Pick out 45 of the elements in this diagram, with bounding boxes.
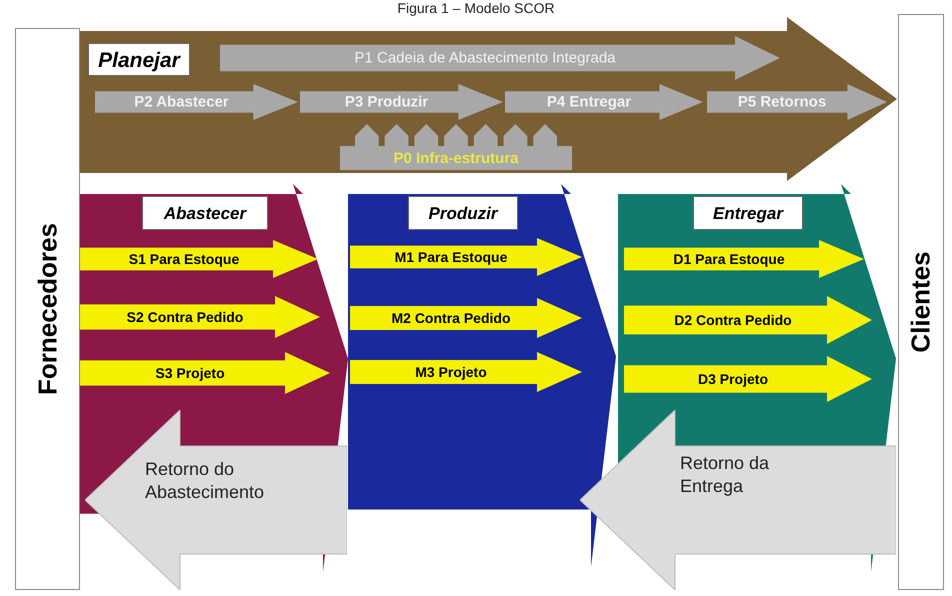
process-step	[220, 36, 780, 80]
return-block	[85, 410, 347, 590]
stage-heading: Abastecer	[142, 196, 268, 230]
return-label: Retorno da Entrega	[680, 452, 770, 498]
process-step	[80, 352, 330, 394]
supplier-bar	[15, 28, 80, 590]
process-label: M2 Contra Pedido	[390, 310, 512, 326]
process-step	[624, 356, 872, 402]
side-label: Fornecedores	[32, 223, 63, 395]
process-step	[80, 296, 320, 338]
process-label: P1 Cadeia de Abastecimento Integrada	[353, 50, 616, 66]
process-step	[300, 84, 503, 120]
process-label: P4 Entregar	[546, 94, 632, 110]
return-block	[580, 410, 896, 590]
stage-heading: Entregar	[693, 196, 803, 230]
process-step	[350, 352, 582, 392]
process-step	[350, 238, 582, 276]
process-label: S3 Projeto	[154, 365, 226, 381]
plan-band	[80, 17, 897, 181]
process-label: S2 Contra Pedido	[126, 309, 244, 325]
process-label: P2 Abastecer	[133, 94, 230, 110]
customer-bar	[898, 14, 944, 590]
process-label: S1 Para Estoque	[128, 251, 240, 267]
process-label: M3 Projeto	[414, 364, 488, 380]
process-step	[95, 84, 298, 120]
process-label: M1 Para Estoque	[394, 249, 508, 265]
process-label: P5 Retornos	[736, 94, 828, 110]
process-step	[350, 298, 582, 338]
stage-heading: Planejar	[88, 43, 190, 76]
process-label: D3 Projeto	[696, 371, 769, 387]
stage-heading: Produzir	[408, 196, 518, 230]
infrastructure-block	[340, 124, 572, 170]
process-step	[505, 84, 703, 120]
process-step	[624, 240, 864, 278]
return-label: Retorno do Abastecimento	[145, 458, 266, 504]
process-step	[707, 84, 887, 120]
process-step	[624, 296, 872, 344]
process-step	[80, 240, 318, 278]
process-label: P3 Produzir	[344, 94, 430, 110]
figure-title: Figura 1 – Modelo SCOR	[396, 0, 556, 16]
stage-panel	[348, 184, 616, 567]
process-label: D1 Para Estoque	[672, 251, 786, 267]
process-label: P0 Infra-estrutura	[392, 150, 520, 167]
side-label: Clientes	[906, 251, 936, 353]
process-label: D2 Contra Pedido	[673, 312, 793, 328]
